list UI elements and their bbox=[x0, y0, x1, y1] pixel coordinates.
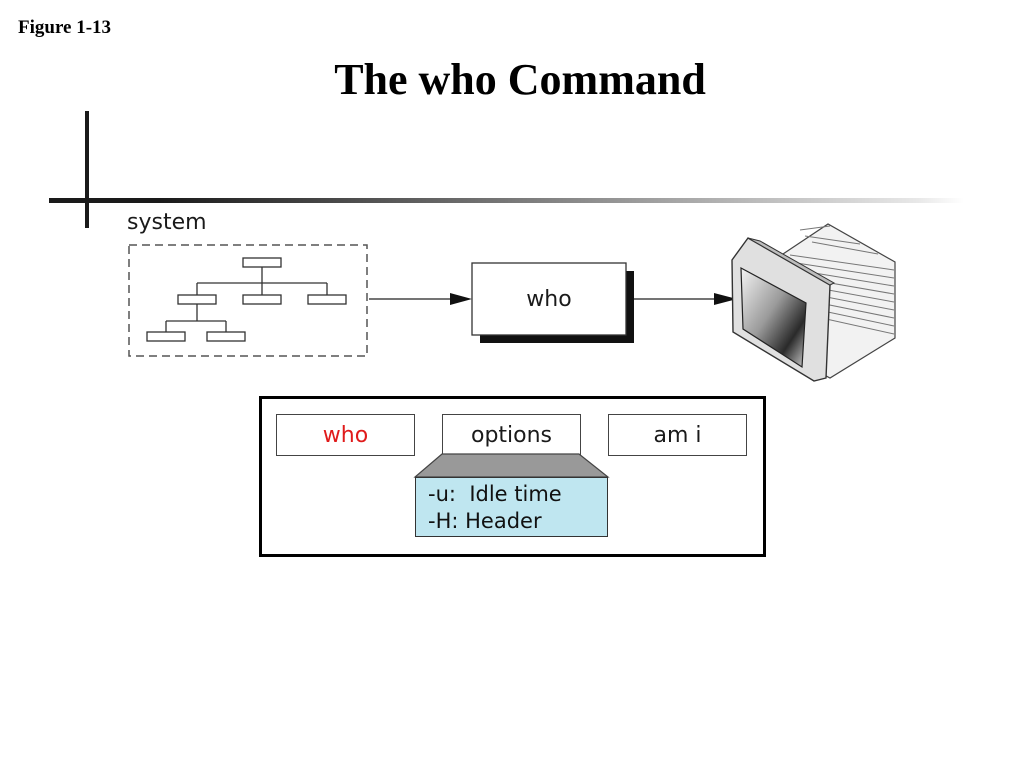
arrow-right-icon bbox=[634, 293, 737, 305]
arrow-right-icon bbox=[369, 293, 472, 305]
system-boundary bbox=[128, 244, 368, 357]
figure-label: Figure 1-13 bbox=[18, 17, 112, 38]
decorative-horizontal-rule bbox=[49, 198, 964, 203]
command-box: who bbox=[276, 414, 415, 456]
system-label: system bbox=[127, 210, 207, 235]
monitor-icon bbox=[731, 223, 896, 382]
page-title: The who Command bbox=[334, 55, 706, 104]
decorative-vertical-rule bbox=[85, 111, 89, 228]
who-process-label: who bbox=[526, 286, 572, 312]
option-item-u: -u: Idle time bbox=[428, 482, 562, 506]
options-box: options bbox=[442, 414, 581, 456]
arguments-box: am i bbox=[608, 414, 747, 456]
option-item-h: -H: Header bbox=[428, 509, 542, 533]
who-process-box bbox=[471, 262, 627, 336]
file-tree-icon bbox=[146, 257, 347, 342]
option-list: -u: Idle time -H: Header bbox=[415, 477, 608, 537]
callout-connector bbox=[413, 453, 610, 478]
